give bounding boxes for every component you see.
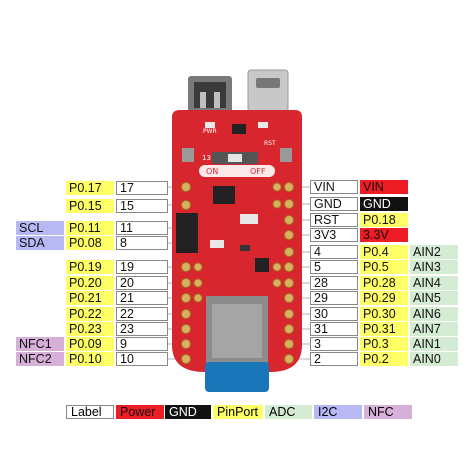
right-adc-label: AIN6 [410,307,458,321]
right-pin-number: 28 [310,276,358,290]
silk-13: 13 [202,154,211,162]
left-pin-number: 15 [116,199,168,213]
left-port-label: P0.08 [66,236,114,250]
left-pin-number: 8 [116,236,168,250]
legend-item-adc: ADC [265,405,312,419]
left-func-label: NFC1 [16,337,64,351]
left-headers [181,182,203,364]
left-port-label: P0.21 [66,291,114,305]
left-func-label: NFC2 [16,352,64,366]
right-port-label: P0.30 [360,307,408,321]
reset-button-right [280,148,292,162]
left-pin-number: 22 [116,307,168,321]
charger-chip [176,213,198,253]
right-headers [272,182,294,364]
left-port-label: P0.19 [66,260,114,274]
right-pin-number: RST [310,213,358,227]
right-port-label: P0.3 [360,337,408,351]
left-port-label: P0.17 [66,181,114,195]
right-port-label: P0.4 [360,245,408,259]
right-pin-number: 3V3 [310,228,358,242]
left-pin-number: 21 [116,291,168,305]
right-adc-label: AIN5 [410,291,458,305]
left-port-label: P0.15 [66,199,114,213]
antenna [205,362,269,392]
left-port-label: P0.09 [66,337,114,351]
left-pin-number: 20 [116,276,168,290]
left-pin-number: 9 [116,337,168,351]
right-pin-number: 5 [310,260,358,274]
right-pin-number: VIN [310,180,358,194]
silk-on: ON [206,167,218,176]
right-pin-number: 4 [310,245,358,259]
left-pin-number: 23 [116,322,168,336]
legend-item-i2c: I2C [314,405,362,419]
right-pin-number: GND [310,197,358,211]
left-pin-number: 10 [116,352,168,366]
right-port-label: P0.18 [360,213,408,227]
left-func-label: SDA [16,236,64,250]
legend-item-pinport: PinPort [213,405,263,419]
right-adc-label: AIN1 [410,337,458,351]
right-port-label: P0.28 [360,276,408,290]
left-pin-number: 11 [116,221,168,235]
left-port-label: P0.10 [66,352,114,366]
right-port-label: VIN [360,180,408,194]
right-adc-label: AIN7 [410,322,458,336]
reset-button-left [182,148,194,162]
silk-pwr: PWR [203,128,217,135]
right-port-label: P0.31 [360,322,408,336]
left-pin-number: 19 [116,260,168,274]
right-pin-number: 2 [310,352,358,366]
silk-off: OFF [250,167,266,176]
left-port-label: P0.23 [66,322,114,336]
left-port-label: P0.22 [66,307,114,321]
legend-item-power: Power [116,405,164,419]
legend-item-nfc: NFC [364,405,412,419]
right-adc-label: AIN0 [410,352,458,366]
left-port-label: P0.11 [66,221,114,235]
right-port-label: P0.2 [360,352,408,366]
right-port-label: P0.29 [360,291,408,305]
left-func-label: SCL [16,221,64,235]
usb-connector [247,69,289,113]
right-port-label: 3.3V [360,228,408,242]
right-adc-label: AIN4 [410,276,458,290]
legend-item-label: Label [66,405,114,419]
silk-rst: RST [264,140,276,147]
legend-item-gnd: GND [165,405,211,419]
right-adc-label: AIN2 [410,245,458,259]
right-pin-number: 31 [310,322,358,336]
right-port-label: GND [360,197,408,211]
right-pin-number: 29 [310,291,358,305]
right-port-label: P0.5 [360,260,408,274]
right-pin-number: 3 [310,337,358,351]
regulator-chip [213,186,235,204]
right-adc-label: AIN3 [410,260,458,274]
left-pin-number: 17 [116,181,168,195]
right-pin-number: 30 [310,307,358,321]
left-port-label: P0.20 [66,276,114,290]
